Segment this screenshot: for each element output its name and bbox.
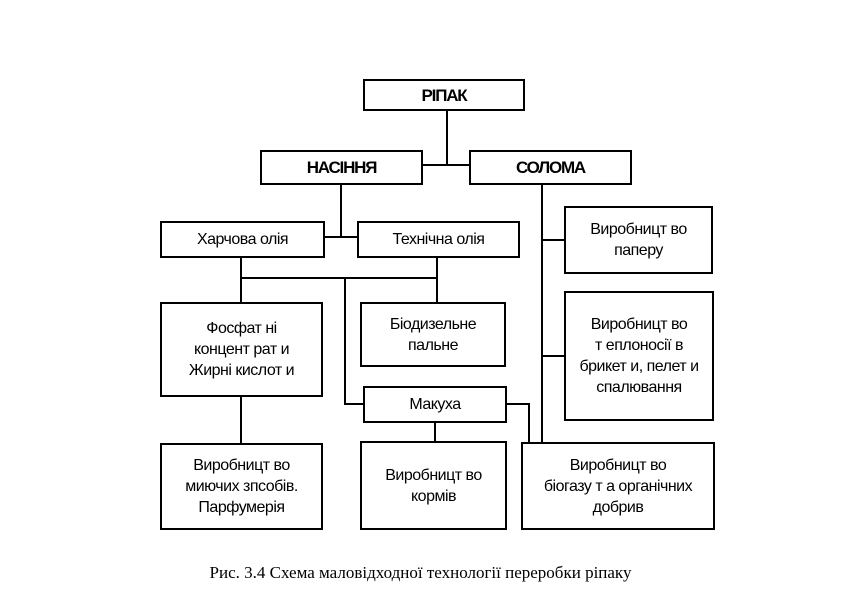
connector-seeds-straw [422,164,470,166]
node-straw: СОЛОМА [469,150,632,185]
node-makukha: Макуха [363,386,507,423]
connector-seeds-down [340,184,342,236]
connector-makukha-biogas-h [506,403,530,405]
node-feed-production: Виробницт во кормів [360,441,507,530]
connector-food-oil-down [240,257,242,277]
connector-makukha-vertical [344,277,346,405]
node-biodiesel: Біодизельне пальне [360,302,506,367]
connector-makukha-horizontal [344,403,364,405]
connector-phosphate-detergents [240,396,242,444]
connector-straw-heat [541,355,565,357]
connector-biodiesel-up [436,277,438,303]
node-phosphate-concentrates: Фосфат ні концент рат и Жирні кислот и [160,302,323,397]
node-detergents-perfumery: Виробницт во миючих зпсобів. Парфумерія [160,443,323,530]
connector-phosphate-up [240,277,242,303]
connector-straw-down [541,184,543,444]
connector-oils [324,236,358,238]
connector-straw-paper [541,239,565,241]
node-tech-oil: Технічна олія [357,221,520,258]
node-seeds: НАСІННЯ [260,150,423,185]
node-biogas-fertilizers: Виробницт во біогазу т а органічних добр… [521,442,715,530]
connector-tech-oil-down [436,257,438,277]
connector-makukha-biogas-v [528,403,530,443]
connector-oil-branch [240,277,438,279]
connector-root-down [446,110,448,164]
figure-caption: Рис. 3.4 Схема маловідходної технології … [209,563,632,582]
node-paper-production: Виробницт во паперу [564,206,713,274]
node-food-oil: Харчова олія [160,221,325,258]
node-heat-carriers: Виробницт во т еплоносії в брикет и, пел… [564,291,714,421]
connector-makukha-feed [434,422,436,442]
node-root-rapeseed: РІПАК [363,79,525,111]
